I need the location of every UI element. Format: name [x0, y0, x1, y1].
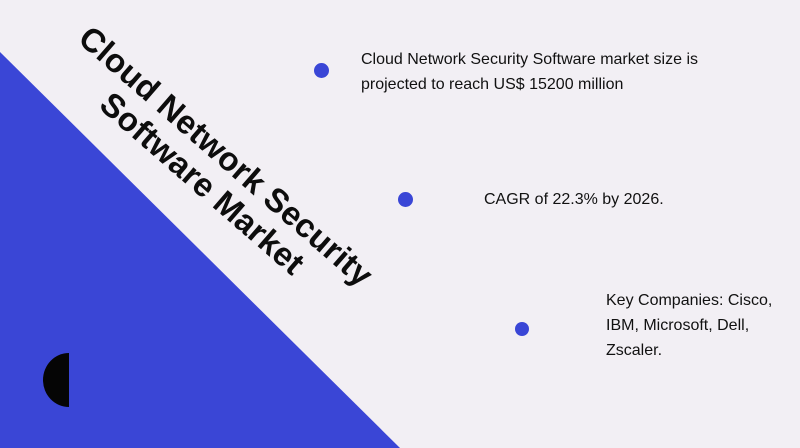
point-cagr: CAGR of 22.3% by 2026. — [484, 187, 664, 212]
point-cagr-line-1: CAGR of 22.3% by 2026. — [484, 191, 664, 208]
point-market-size-line-1: Cloud Network Security Software market s… — [361, 51, 698, 68]
bullet-dot-icon — [314, 63, 329, 78]
point-key-companies-line-2: IBM, Microsoft, Dell, — [606, 317, 750, 334]
point-market-size-line-2: projected to reach US$ 15200 million — [361, 76, 624, 93]
point-key-companies: Key Companies: Cisco, IBM, Microsoft, De… — [606, 288, 772, 363]
point-key-companies-line-3: Zscaler. — [606, 342, 663, 359]
bullet-dot-icon — [398, 192, 413, 207]
point-market-size: Cloud Network Security Software market s… — [361, 47, 698, 97]
point-key-companies-line-1: Key Companies: Cisco, — [606, 292, 773, 309]
half-circle-icon — [43, 353, 69, 407]
bullet-dot-icon — [515, 322, 529, 336]
